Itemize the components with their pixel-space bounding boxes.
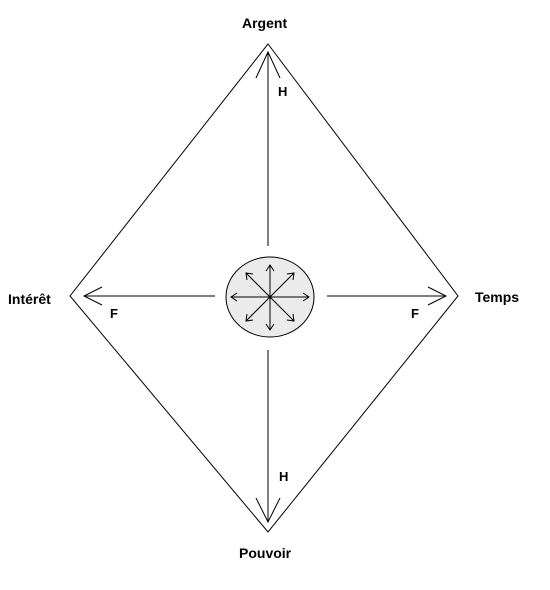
radial-arrow-ne bbox=[269, 272, 295, 298]
node-label-left: Intérêt bbox=[8, 291, 51, 307]
arrow-up-head bbox=[255, 50, 281, 79]
arrow-left-head bbox=[82, 286, 103, 306]
center-radial-arrows bbox=[230, 264, 310, 331]
arrow-label-right: F bbox=[411, 306, 419, 321]
node-label-bottom: Pouvoir bbox=[239, 545, 292, 561]
node-label-right: Temps bbox=[475, 289, 520, 305]
radial-arrow-sw-head bbox=[245, 313, 254, 322]
arrow-label-up: H bbox=[278, 84, 288, 99]
node-label-top: Argent bbox=[242, 15, 288, 31]
arrow-right-head bbox=[427, 286, 448, 306]
arrow-down-head bbox=[255, 497, 281, 524]
arrow-label-left: F bbox=[110, 306, 118, 321]
radial-arrow-sw bbox=[245, 296, 271, 322]
radial-arrow-w-head bbox=[230, 292, 238, 302]
radial-arrow-ne-head bbox=[286, 272, 295, 281]
radial-arrow-n-head bbox=[265, 264, 275, 272]
radial-arrow-nw bbox=[245, 272, 271, 298]
radial-arrow-se-head bbox=[286, 313, 295, 322]
radial-arrow-nw-head bbox=[245, 272, 254, 281]
radial-arrow-e-head bbox=[302, 292, 310, 302]
diamond-outline bbox=[69, 43, 459, 533]
radial-arrow-s-head bbox=[265, 323, 275, 331]
radial-arrow-se bbox=[269, 296, 295, 322]
arrow-label-down: H bbox=[279, 469, 289, 484]
